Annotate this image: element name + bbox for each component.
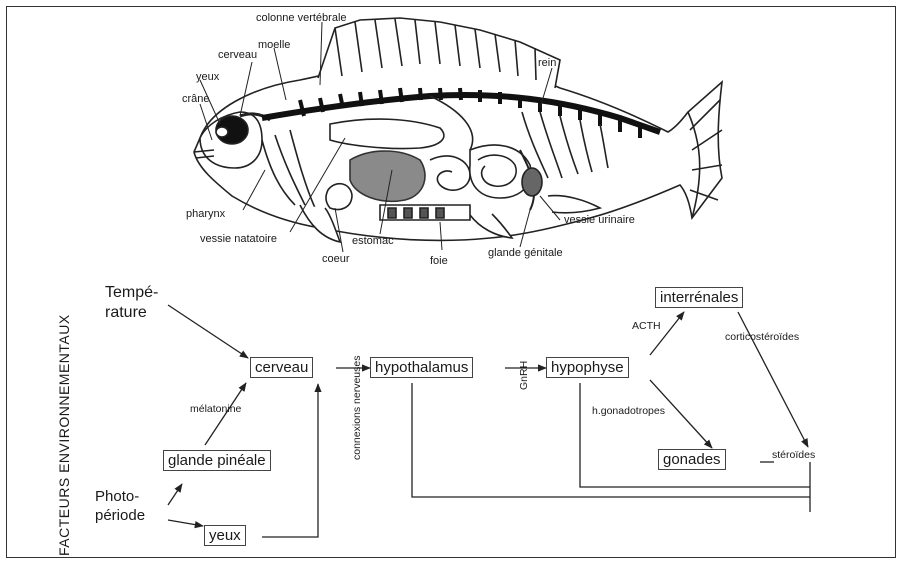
label-estomac: estomac — [352, 236, 394, 247]
label-yeux-fish: yeux — [196, 72, 219, 83]
edge-label-corticosteroides: corticostéroïdes — [725, 332, 799, 343]
label-vessie-natatoire: vessie natatoire — [200, 234, 277, 245]
edge-label-gnrh: GnRH — [519, 361, 530, 390]
node-gonades: gonades — [658, 449, 726, 470]
temperature-line-2: rature — [105, 303, 158, 323]
label-moelle: moelle — [258, 40, 290, 51]
label-crane: crâne — [182, 94, 210, 105]
label-coeur: coeur — [322, 254, 350, 265]
input-temperature: Tempé- rature — [105, 283, 158, 323]
flow-connectors — [168, 305, 810, 537]
node-interrenales: interrénales — [655, 287, 743, 308]
label-vessie-urinaire: vessie urinaire — [564, 215, 635, 226]
node-hypophyse: hypophyse — [546, 357, 629, 378]
label-pharynx: pharynx — [186, 209, 225, 220]
temperature-line-1: Tempé- — [105, 283, 158, 303]
label-foie: foie — [430, 256, 448, 267]
edge-label-acth: ACTH — [632, 321, 661, 332]
fish-illustration — [194, 18, 722, 242]
label-glande-genitale: glande génitale — [488, 248, 563, 259]
label-colonne-vertebrale: colonne vertébrale — [256, 13, 347, 24]
edge-label-gonadotropes: h.gonadotropes — [592, 406, 665, 417]
side-title: FACTEURS ENVIRONNEMENTAUX — [56, 314, 72, 556]
label-cerveau-fish: cerveau — [218, 50, 257, 61]
photoperiode-line-1: Photo- — [95, 488, 145, 507]
node-cerveau: cerveau — [250, 357, 313, 378]
edge-label-steroides: stéroïdes — [772, 450, 815, 461]
node-glande-pineale: glande pinéale — [163, 450, 271, 471]
node-yeux: yeux — [204, 525, 246, 546]
node-hypothalamus: hypothalamus — [370, 357, 473, 378]
photoperiode-line-2: période — [95, 507, 145, 526]
edge-label-melatonine: mélatonine — [190, 404, 241, 415]
edge-label-connexions-nerveuses: connexions nerveuses — [352, 356, 363, 460]
label-rein: rein — [538, 58, 556, 69]
input-photoperiode: Photo- période — [95, 488, 145, 526]
